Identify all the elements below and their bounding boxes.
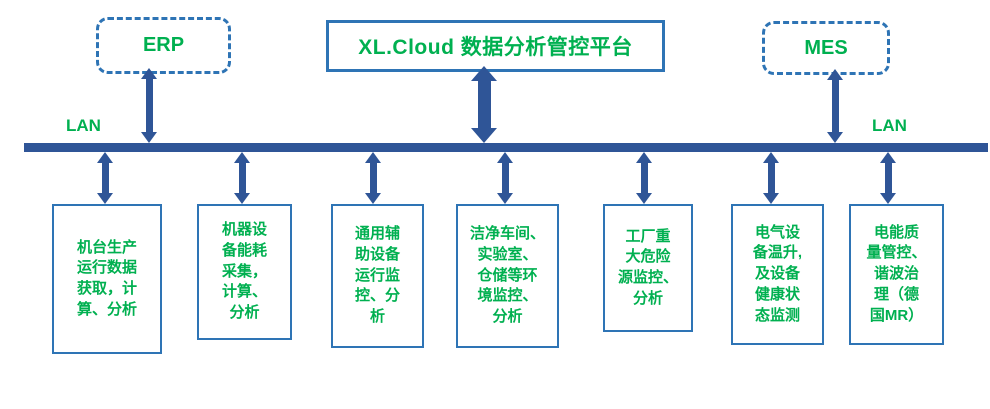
erp-node: ERP [96, 17, 231, 74]
arrow-shaft [238, 163, 246, 193]
leaf-box-label: 通用辅 助设备 运行监 控、分 析 [354, 225, 400, 326]
arrow-up-head [827, 69, 843, 80]
arrow-lan-to-leaf-3 [365, 152, 381, 204]
arrow-up-head [497, 152, 513, 163]
arrow-up-head [880, 152, 896, 163]
arrow-shaft [831, 80, 839, 132]
arrow-shaft [101, 163, 109, 193]
arrow-mes-to-lan [827, 69, 843, 143]
leaf-box-label: 电气设 备温升, 及设备 健康状 态监测 [752, 223, 803, 324]
arrow-up-head [141, 68, 157, 79]
arrow-lan-to-leaf-2 [234, 152, 250, 204]
lan-label-left: LAN [66, 116, 101, 135]
arrow-shaft [477, 81, 491, 128]
leaf-box-label: 机器设 备能耗 采集， 计算、 分析 [221, 221, 267, 322]
platform-node: XL.Cloud 数据分析管控平台 [326, 20, 665, 72]
leaf-box-machine-production: 机台生产 运行数据 获取，计 算、分析 [52, 204, 162, 354]
arrow-down-head [471, 128, 497, 143]
arrow-down-head [763, 193, 779, 204]
arrow-down-head [497, 193, 513, 204]
arrow-lan-to-leaf-4 [497, 152, 513, 204]
arrow-shaft [369, 163, 377, 193]
platform-node-label: XL.Cloud 数据分析管控平台 [358, 36, 633, 59]
arrow-down-head [880, 193, 896, 204]
leaf-box-electrical-health: 电气设 备温升, 及设备 健康状 态监测 [731, 204, 824, 345]
arrow-down-head [97, 193, 113, 204]
arrow-platform-to-lan [471, 66, 497, 143]
arrow-up-head [234, 152, 250, 163]
arrow-lan-to-leaf-6 [763, 152, 779, 204]
leaf-box-label: 工厂重 大危险 源监控、 分析 [617, 227, 678, 307]
leaf-box-label: 电能质 量管控、 谐波治 理（德 国MR） [866, 223, 927, 324]
leaf-box-environment-monitoring: 洁净车间、 实验室、 仓储等环 境监控、 分析 [456, 204, 559, 348]
arrow-down-head [234, 193, 250, 204]
arrow-down-head [141, 132, 157, 143]
arrow-up-head [636, 152, 652, 163]
arrow-erp-to-lan [141, 68, 157, 143]
arrow-up-head [471, 66, 497, 81]
arrow-lan-to-leaf-7 [880, 152, 896, 204]
arrow-down-head [636, 193, 652, 204]
mes-node: MES [762, 21, 890, 75]
arrow-shaft [884, 163, 892, 193]
lan-bus [24, 143, 988, 152]
mes-node-label: MES [804, 36, 848, 59]
arrow-down-head [365, 193, 381, 204]
leaf-box-auxiliary-equipment: 通用辅 助设备 运行监 控、分 析 [331, 204, 424, 348]
leaf-box-label: 洁净车间、 实验室、 仓储等环 境监控、 分析 [469, 225, 545, 326]
arrow-up-head [97, 152, 113, 163]
leaf-box-label: 机台生产 运行数据 获取，计 算、分析 [76, 238, 137, 318]
arrow-down-head [827, 132, 843, 143]
arrow-up-head [763, 152, 779, 163]
leaf-box-hazard-source: 工厂重 大危险 源监控、 分析 [603, 204, 693, 332]
arrow-shaft [501, 163, 509, 193]
arrow-shaft [640, 163, 648, 193]
arrow-lan-to-leaf-5 [636, 152, 652, 204]
arrow-shaft [767, 163, 775, 193]
arrow-up-head [365, 152, 381, 163]
leaf-box-energy-consumption: 机器设 备能耗 采集， 计算、 分析 [197, 204, 292, 340]
leaf-box-power-quality: 电能质 量管控、 谐波治 理（德 国MR） [849, 204, 944, 345]
arrow-lan-to-leaf-1 [97, 152, 113, 204]
arrow-shaft [145, 79, 153, 132]
erp-node-label: ERP [142, 34, 185, 56]
lan-label-right: LAN [872, 116, 907, 135]
